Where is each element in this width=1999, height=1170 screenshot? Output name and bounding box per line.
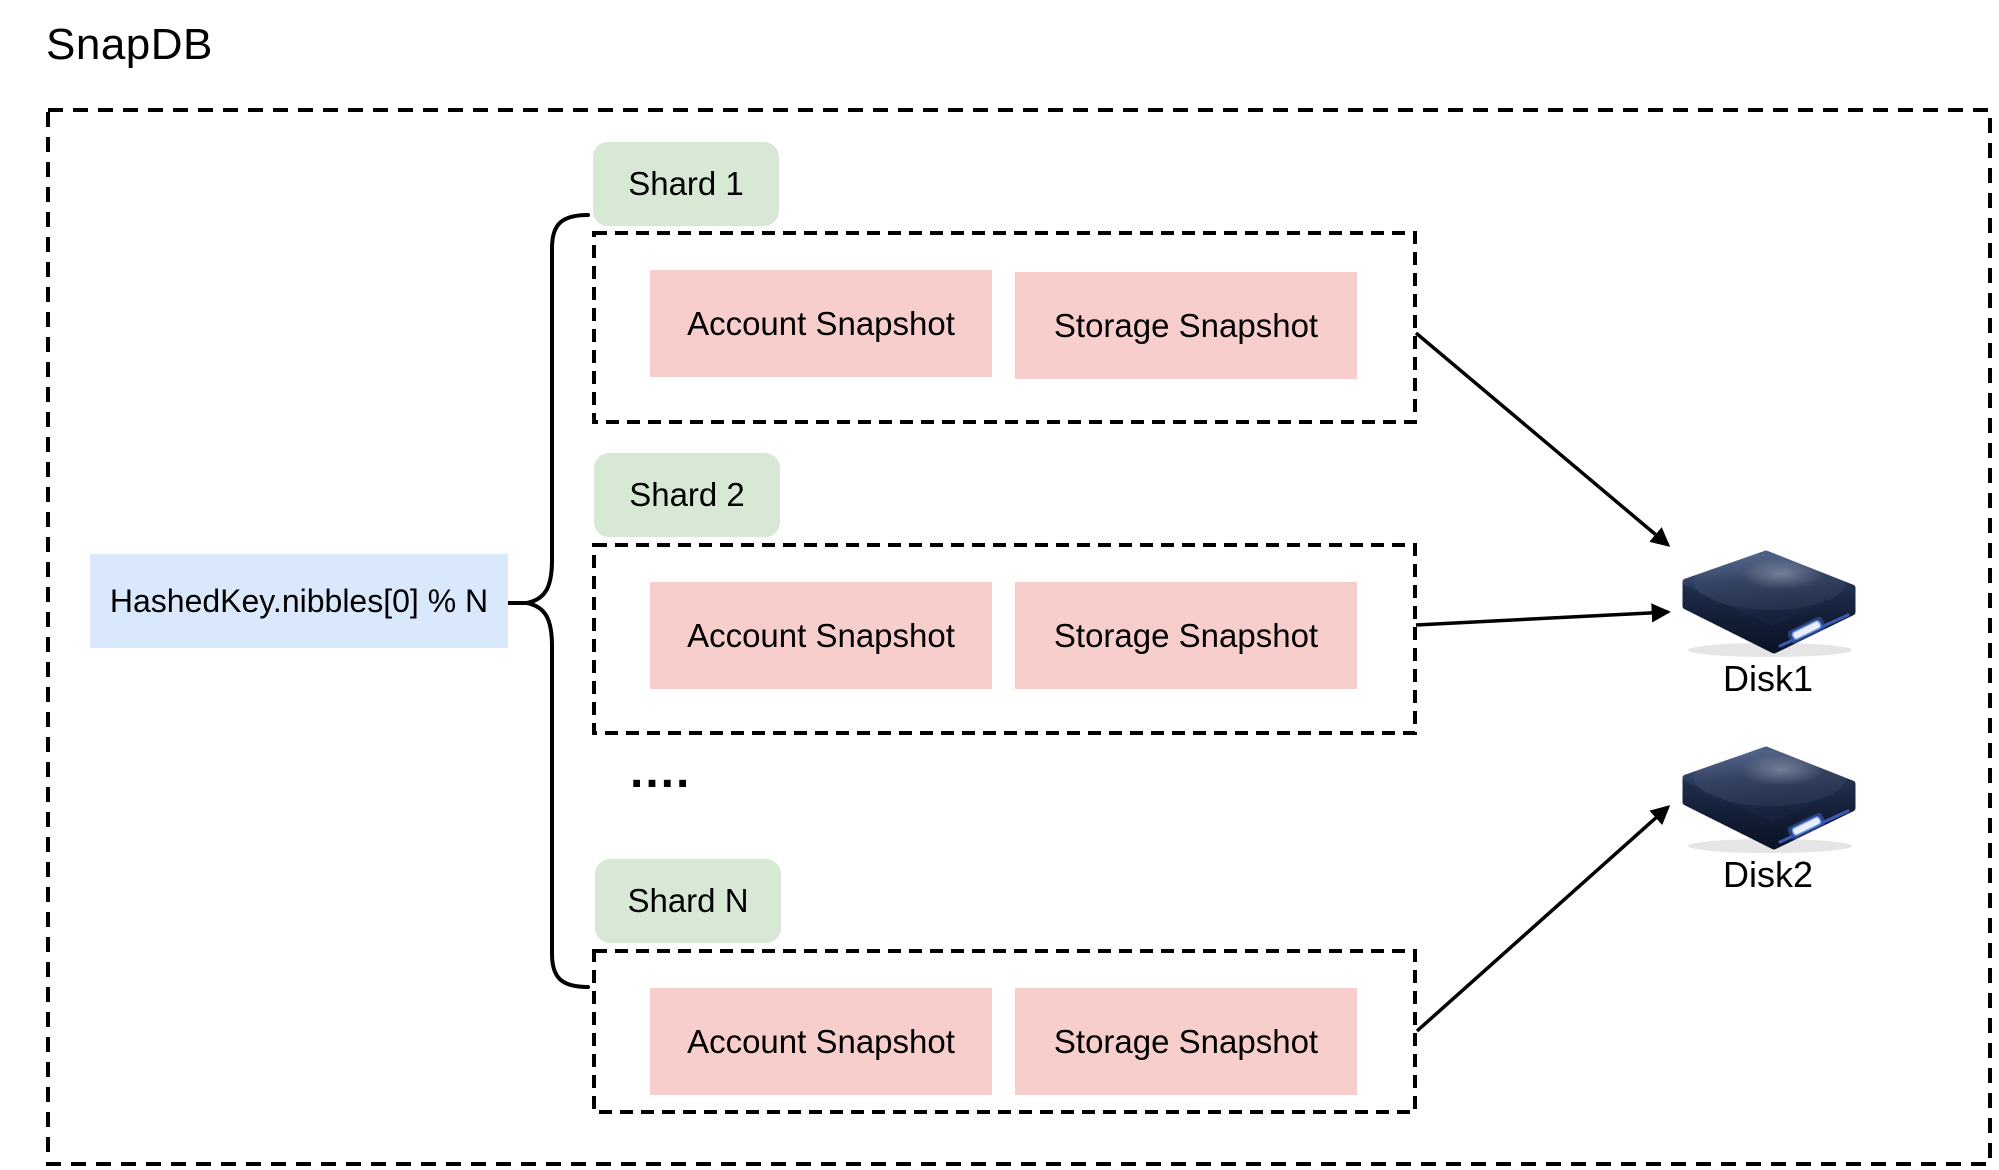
- shard-brace: [526, 213, 590, 989]
- shard-n-container: [592, 949, 1417, 1114]
- disk1-label: Disk1: [1722, 658, 1814, 699]
- shard-n-account-snapshot-box: Account Snapshot: [650, 988, 992, 1095]
- shard-2-storage-snapshot-box: Storage Snapshot: [1015, 582, 1357, 689]
- shard-2-container: [592, 543, 1417, 735]
- shard-1-container: [592, 231, 1417, 424]
- shard-2-label: Shard 2: [594, 453, 780, 537]
- disk2-label: Disk2: [1722, 854, 1814, 895]
- arrow-shardn-to-disk2: [1415, 805, 1671, 1033]
- hash-function-box: HashedKey.nibbles[0] % N: [90, 554, 508, 648]
- shard-2-account-snapshot-box: Account Snapshot: [650, 582, 992, 689]
- arrow-shard1-to-disk1: [1414, 331, 1671, 547]
- shard-n-storage-snapshot-box: Storage Snapshot: [1015, 988, 1357, 1095]
- shard-1-account-snapshot-box: Account Snapshot: [650, 270, 992, 377]
- shard-1-label: Shard 1: [593, 142, 779, 226]
- snapdb-boundary: [46, 108, 1992, 1166]
- arrow-shard2-to-disk1: [1415, 603, 1671, 627]
- disk1-hard-drive-icon: [1686, 554, 1852, 657]
- shard-1-storage-snapshot-box: Storage Snapshot: [1015, 272, 1357, 379]
- more-shards-ellipsis: ....: [630, 745, 692, 798]
- diagram-title: SnapDB: [46, 20, 213, 69]
- shard-n-label: Shard N: [595, 859, 781, 943]
- disk2-hard-drive-icon: [1686, 750, 1852, 853]
